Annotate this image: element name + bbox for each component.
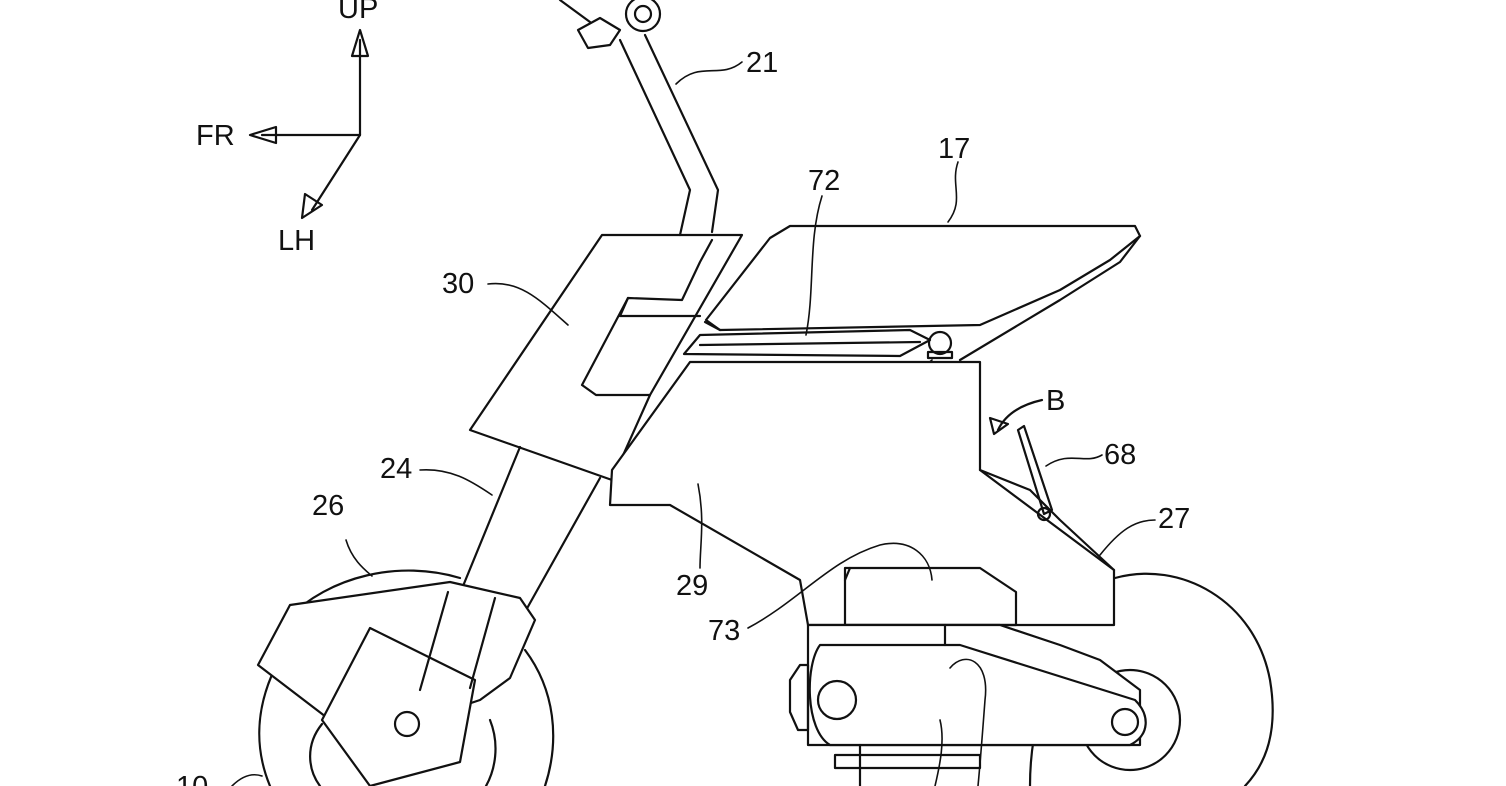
stand <box>1016 424 1054 522</box>
front-cover <box>468 233 744 482</box>
view-arrow-b <box>988 398 1044 436</box>
hinge <box>926 330 954 360</box>
ref-29: 29 <box>676 570 708 602</box>
leader-30 <box>487 282 569 326</box>
leader-29 <box>697 483 703 569</box>
ref-72: 72 <box>808 165 840 197</box>
ref-27: 27 <box>1158 503 1190 535</box>
leader-21 <box>675 61 743 85</box>
leader-27 <box>1099 519 1156 556</box>
handle-stem <box>558 0 720 237</box>
leader-24 <box>419 469 493 496</box>
up-label: UP <box>338 0 378 25</box>
ref-26: 26 <box>312 490 344 522</box>
seat-frame <box>682 328 932 358</box>
leader-73 <box>747 542 933 629</box>
battery <box>843 566 1018 627</box>
front-fender <box>256 580 537 786</box>
view-b-label: B <box>1046 385 1065 417</box>
ref-17: 17 <box>938 133 970 165</box>
leader-10 <box>231 773 263 786</box>
ref-10: 10 <box>176 771 208 786</box>
swing-arm <box>788 623 1147 786</box>
leader-68 <box>1045 454 1103 467</box>
ref-73: 73 <box>708 615 740 647</box>
leader-26 <box>345 539 373 577</box>
seat <box>703 224 1142 362</box>
left-label: LH <box>278 225 315 257</box>
leader-72 <box>805 195 823 336</box>
direction-indicator <box>248 28 370 220</box>
ref-21: 21 <box>746 47 778 79</box>
ref-24: 24 <box>380 453 412 485</box>
front-label: FR <box>196 120 235 152</box>
ref-30: 30 <box>442 268 474 300</box>
leader-17 <box>947 161 959 223</box>
ref-68: 68 <box>1104 439 1136 471</box>
